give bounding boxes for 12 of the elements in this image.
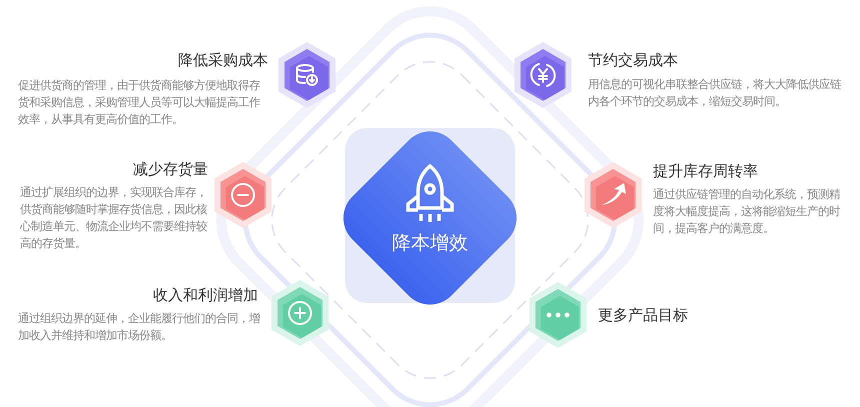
item-description: 促进供货商的管理，由于供货商能够方便地取得存货和采购信息，采购管理人员等可以大幅提高工作效率，从事具有更高价值的工作。 <box>18 77 262 128</box>
item-title: 节约交易成本 <box>588 50 678 70</box>
item-description: 通过组织边界的延伸，企业能履行他们的合同，增加收入并维持和增加市场份额。 <box>18 310 261 344</box>
item-title: 更多产品目标 <box>598 305 688 325</box>
item-description: 用信息的可视化串联整合供应链，将大大降低供应链内各个环节的交易成本，缩短交易时间。 <box>588 76 842 110</box>
item-title: 收入和利润增加 <box>152 285 258 305</box>
item-description: 通过扩展组织的边界，实现联合库存，供货商能够随时掌握存货信息，因此核心制造单元、物流企业均不需要维持较高的存货量。 <box>20 184 208 252</box>
item-title: 减少存货量 <box>132 159 208 179</box>
item-title: 降低采购成本 <box>177 50 268 70</box>
center-title: 降本增效 <box>391 231 469 256</box>
item-title: 提升库存周转率 <box>653 161 758 181</box>
item-description: 通过供应链管理的自动化系统，预测精度将大幅度提高，这将能缩短生产的时间，提高客户的满意度。 <box>653 186 842 237</box>
